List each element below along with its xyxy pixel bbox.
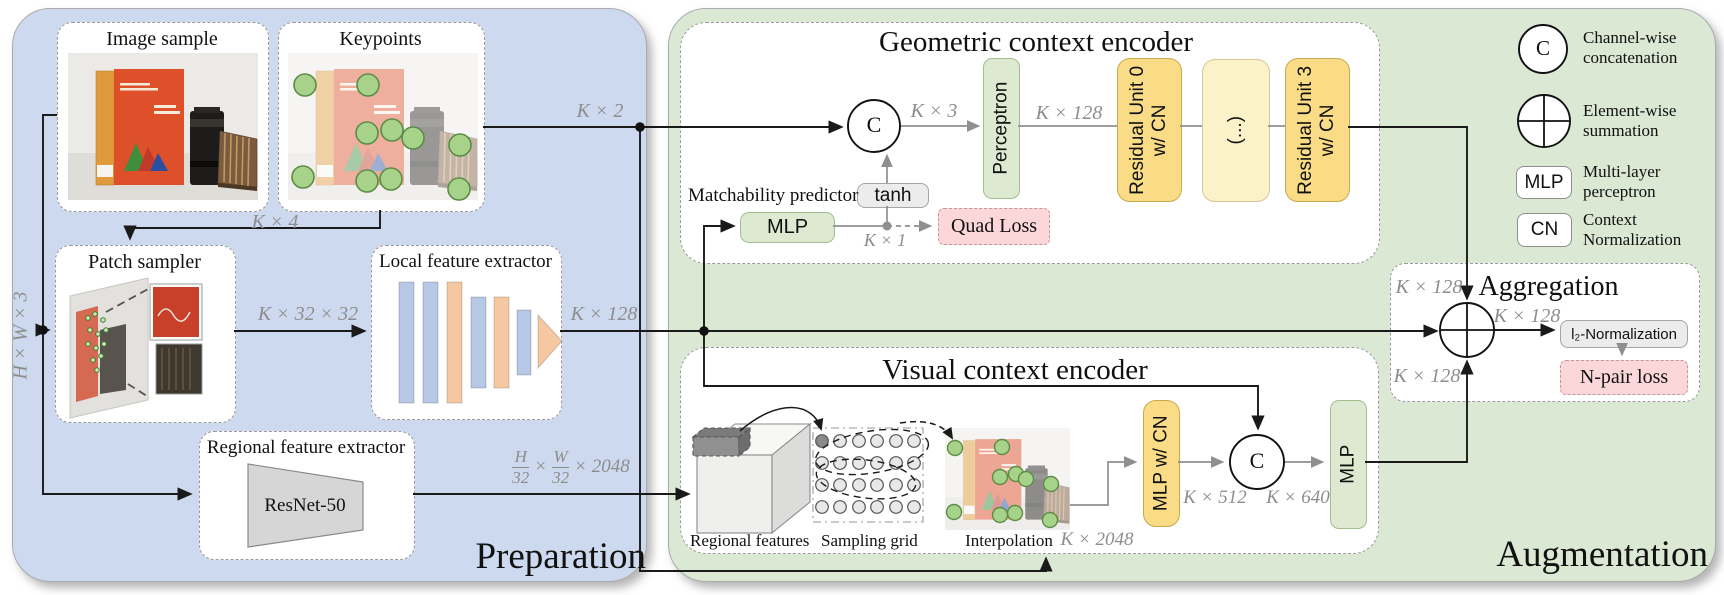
perceptron-label: Perceptron [990, 82, 1012, 175]
dim-agg-bottom: K × 128 [1393, 365, 1461, 387]
legend-sum-line1: Element-wise [1583, 101, 1677, 120]
dim-k1: K × 1 [863, 230, 907, 250]
l2-normalization-label: l₂-Normalization [1571, 325, 1677, 343]
input-dim-label: H × W × 3 [9, 290, 32, 380]
dim-k32: K × 32 × 32 [257, 303, 359, 325]
quad-loss-label: Quad Loss [950, 215, 1038, 237]
legend-cn-line2: Normalization [1583, 230, 1682, 250]
frac-w-num: W [553, 447, 568, 466]
residual-unit-3-line1: Residual Unit 3 [1295, 65, 1317, 195]
residual-unit-3-box: Residual Unit 3 w/ CN [1285, 58, 1350, 202]
legend-concat-line2: concatenation [1583, 48, 1678, 68]
frac-times: × [534, 456, 548, 477]
perceptron-box: Perceptron [983, 58, 1020, 199]
dim-agg-top: K × 128 [1395, 276, 1463, 298]
visual-mlp-label: MLP [1337, 444, 1359, 485]
dim-k128-local: K × 128 [570, 303, 638, 325]
image-sample-box [57, 22, 269, 212]
matchability-mlp-label: MLP [766, 216, 809, 238]
visual-encoder-title: Visual context encoder [882, 354, 1148, 386]
legend-mlp-line1: Multi-layer [1583, 162, 1661, 181]
residual-unit-0-box: Residual Unit 0 w/ CN [1117, 58, 1182, 202]
geometric-encoder-title: Geometric context encoder [879, 26, 1194, 58]
n-pair-loss-box: N-pair loss [1560, 360, 1688, 395]
frac-suffix: × 2048 [574, 456, 630, 477]
image-sample-title: Image sample [106, 28, 218, 50]
local-feature-extractor-title: Local feature extractor [379, 251, 552, 272]
tanh-box: tanh [857, 183, 929, 208]
visual-concat-letter: C [1249, 448, 1265, 473]
dim-k3: K × 3 [910, 100, 958, 122]
dim-regional-output: H 32 × W 32 × 2048 [506, 448, 636, 486]
frac-h-den: 32 [512, 468, 530, 487]
dim-k2048: K × 2048 [1060, 529, 1134, 550]
frac-h-num: H [514, 447, 527, 466]
legend-cn-line1: Context [1583, 210, 1637, 229]
legend-cn-symbol: CN [1530, 219, 1559, 240]
geo-concat-letter: C [866, 112, 882, 137]
frac-w-den: 32 [552, 468, 570, 487]
dim-k4: K × 4 [251, 211, 299, 233]
resnet-label: ResNet-50 [264, 495, 346, 516]
n-pair-loss-label: N-pair loss [1579, 366, 1669, 388]
aggregation-title: Aggregation [1478, 271, 1619, 302]
tanh-label: tanh [874, 184, 912, 206]
dim-k640: K × 640 [1266, 487, 1330, 508]
legend-item-concat: Channel-wise concatenation [1583, 28, 1677, 69]
visual-mlp-box: MLP [1330, 400, 1367, 529]
legend-sum-line2: summation [1583, 121, 1659, 141]
quad-loss-box: Quad Loss [938, 208, 1050, 245]
sampling-grid-caption: Sampling grid [821, 531, 918, 550]
residual-ellipsis-label: (...) [1224, 116, 1246, 145]
legend-mlp-box: MLP [1516, 166, 1572, 199]
matchability-label: Matchability predictor [688, 185, 859, 206]
legend-item-cn: Context Normalization [1583, 210, 1681, 251]
dim-agg-right: K × 128 [1493, 305, 1561, 327]
legend-item-mlp: Multi-layer perceptron [1583, 162, 1660, 203]
legend-cn-box: CN [1517, 213, 1572, 247]
residual-unit-0-line1: Residual Unit 0 [1127, 65, 1149, 195]
dim-k512: K × 512 [1183, 487, 1247, 508]
legend-mlp-line2: perceptron [1583, 182, 1656, 202]
regional-feature-extractor-title: Regional feature extractor [206, 437, 406, 458]
input-dim-label-wrap: H × W × 3 [0, 280, 42, 390]
dim-k128-geo: K × 128 [1035, 102, 1103, 124]
residual-ellipsis-box: (...) [1202, 59, 1270, 202]
patch-sampler-title: Patch sampler [88, 251, 201, 273]
matchability-mlp-box: MLP [740, 212, 835, 243]
dim-k2: K × 2 [576, 100, 624, 122]
legend-concat-letter: C [1535, 36, 1550, 60]
legend-item-sum: Element-wise summation [1583, 101, 1676, 142]
regional-features-caption: Regional features [690, 531, 810, 550]
preparation-title: Preparation [475, 536, 646, 577]
augmentation-title: Augmentation [1496, 534, 1708, 575]
legend-mlp-symbol: MLP [1524, 171, 1564, 193]
mlp-cn-box: MLP w/ CN [1143, 400, 1180, 527]
l2-normalization-box: l₂-Normalization [1560, 320, 1688, 348]
keypoints-box [278, 22, 485, 212]
residual-unit-0-line2: w/ CN [1149, 104, 1171, 156]
interpolation-caption: Interpolation [965, 531, 1053, 550]
legend-concat-line1: Channel-wise [1583, 28, 1677, 47]
keypoints-title: Keypoints [339, 28, 422, 50]
residual-unit-3-line2: w/ CN [1317, 104, 1339, 156]
mlp-cn-label: MLP w/ CN [1150, 415, 1172, 512]
